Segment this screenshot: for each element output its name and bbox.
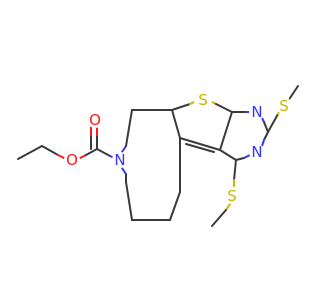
bond-c4-c4a xyxy=(219,149,237,161)
bond-n-ch2top-n xyxy=(121,145,127,153)
bond-c4-s xyxy=(233,159,237,181)
bond-s-ch3-b xyxy=(211,209,227,227)
atom-nitrogen-pyrimidine-2: N xyxy=(249,143,265,161)
structure-canvas: O O N S N N S S xyxy=(17,85,299,227)
sulfur-thiophene-label: S xyxy=(198,91,208,109)
bond-s-ch3 xyxy=(289,85,299,99)
molecule-structure: O O N S N N S S xyxy=(17,85,299,227)
sulfur-methylthio-1-label: S xyxy=(279,97,289,115)
oxygen-ester-label: O xyxy=(66,151,78,169)
atom-sulfur-thiophene: S xyxy=(194,91,212,109)
atom-sulfur-methylthio-2: S xyxy=(224,187,240,205)
bond-ethyl-ch3 xyxy=(17,145,43,160)
bond-c2-n3-colored xyxy=(261,139,265,147)
bond-o-carbonyl-c xyxy=(85,148,98,156)
bond-n3-c4 xyxy=(235,157,245,161)
atom-sulfur-methylthio-1: S xyxy=(276,97,292,115)
bond-c-s-colored xyxy=(189,101,195,105)
bond-carbonyl-n xyxy=(96,148,111,157)
bond-n1-c2 xyxy=(263,121,269,133)
bond-s-ch3-b-colored xyxy=(225,203,231,211)
bond-c2-s xyxy=(267,113,279,133)
bond-ethyl-ch2 xyxy=(41,145,59,156)
bond-c7a-c xyxy=(171,109,181,139)
oxygen-carbonyl-label: O xyxy=(89,111,101,129)
bond-thio-pyr xyxy=(219,111,233,151)
bond-c-s xyxy=(171,103,191,111)
atom-nitrogen-ring: N xyxy=(112,151,128,169)
atom-oxygen-ester: O xyxy=(64,151,80,169)
atom-nitrogen-pyrimidine-1: N xyxy=(249,103,265,121)
bond-n3-c4-colored xyxy=(243,154,251,159)
bond-n-ch2top xyxy=(125,109,133,147)
nitrogen-pyrimidine-2-label: N xyxy=(251,143,262,161)
bond-n-ch2bottom-n xyxy=(121,167,127,175)
atom-oxygen-carbonyl: O xyxy=(87,111,103,129)
bond-thio-inner-double xyxy=(185,143,215,153)
nitrogen-ring-label: N xyxy=(114,151,125,169)
bond-s-c xyxy=(215,103,233,113)
nitrogen-pyrimidine-1-label: N xyxy=(251,103,262,121)
sulfur-methylthio-2-label: S xyxy=(227,187,237,205)
bond-ch2-ch2 xyxy=(125,181,133,221)
bond-c2-n3 xyxy=(263,131,269,141)
bond-c4a-c3a xyxy=(169,191,181,221)
bond-thio-inner xyxy=(179,137,221,151)
